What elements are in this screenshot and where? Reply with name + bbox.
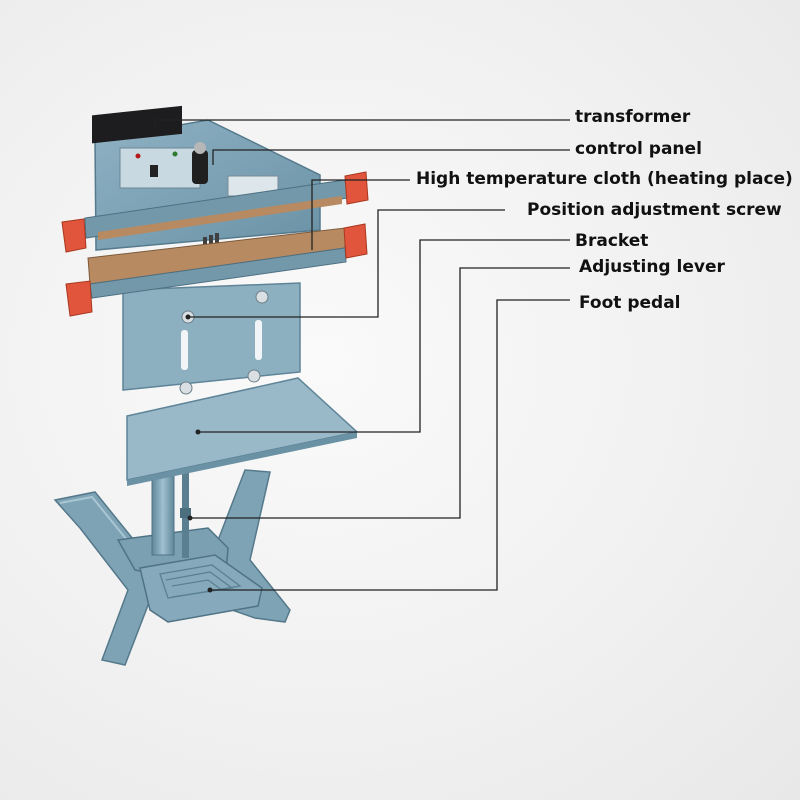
label-foot-pedal: Foot pedal xyxy=(579,293,681,313)
leader-bracket xyxy=(198,239,570,433)
leader-adjusting-lever xyxy=(190,267,570,519)
leader-lines xyxy=(154,119,570,591)
bracket-back-plate xyxy=(122,282,301,395)
label-transformer: transformer xyxy=(575,107,691,127)
upper-sealing-bar xyxy=(61,171,369,253)
label-heating-cloth: High temperature cloth (heating place) xyxy=(416,169,793,189)
label-bracket: Bracket xyxy=(575,231,649,251)
leader-dots xyxy=(185,314,213,593)
label-control-panel: control panel xyxy=(575,139,702,159)
leader-foot-pedal xyxy=(210,299,570,591)
label-adjusting-lever: Adjusting lever xyxy=(579,257,725,277)
label-adjust-screw: Position adjustment screw xyxy=(527,200,782,220)
lower-sealing-bar xyxy=(65,223,368,317)
leader-adjust-screw xyxy=(188,209,505,318)
leader-control-panel xyxy=(212,149,570,165)
leader-heating-cloth xyxy=(311,179,410,250)
leader-transformer xyxy=(154,119,570,130)
